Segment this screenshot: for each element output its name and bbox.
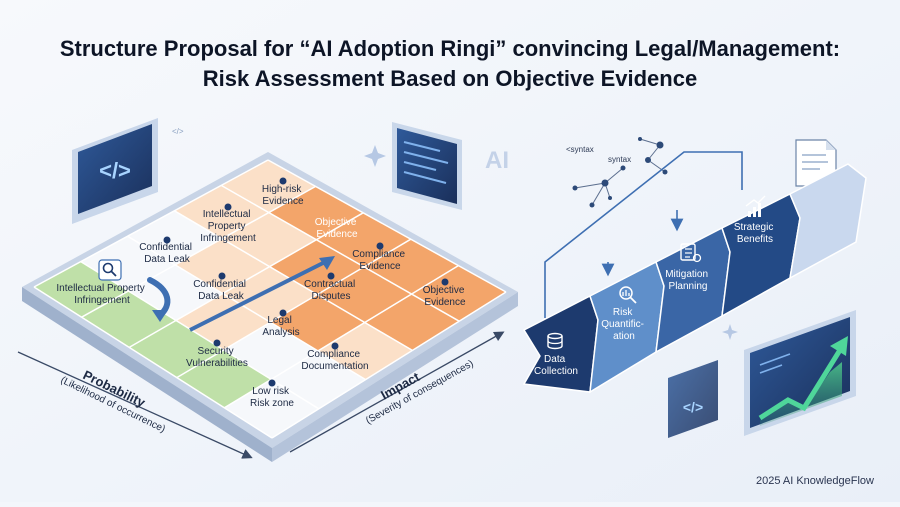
footer-credit: 2025 AI KnowledgeFlow xyxy=(755,475,874,487)
ai-monitor: AI xyxy=(364,122,509,210)
title-line-2: Risk Assessment Based on Objective Evide… xyxy=(202,66,698,91)
magnifier-chart-icon xyxy=(619,286,637,304)
step-data-collection: Data Collection xyxy=(534,354,578,377)
cell-objective-evidence: Objective Evidence xyxy=(315,217,359,240)
grid-line xyxy=(220,184,460,322)
risk-matrix xyxy=(22,152,518,462)
growth-monitor: </> xyxy=(668,310,856,438)
ai-label: AI xyxy=(485,147,509,174)
grid-line xyxy=(174,210,413,352)
magnifier-icon xyxy=(98,259,122,281)
sparkle-icon-2 xyxy=(722,324,738,340)
code-icon-small: </> xyxy=(683,399,703,415)
cell-confidential-mid: Confidential Data Leak xyxy=(193,279,249,302)
small-code-monitor xyxy=(668,360,718,438)
step-mitigation-planning: Mitigation Planning xyxy=(665,269,711,292)
cell-confidential-top: Confidential Data Leak xyxy=(139,242,195,265)
sparkle-icon xyxy=(364,145,386,167)
grid-line xyxy=(128,212,364,349)
grid-line xyxy=(271,291,507,439)
cell-low-risk: Low risk Risk zone xyxy=(250,386,294,409)
page-title: Structure Proposal for “AI Adoption Ring… xyxy=(0,34,900,94)
matrix-grid xyxy=(33,159,507,439)
matrix-cell xyxy=(34,261,129,318)
database-icon xyxy=(547,332,563,350)
cell-ip-top: Intellectual Property Infringement xyxy=(200,209,256,244)
step-strategic-benefits: Strategic Benefits xyxy=(734,222,776,245)
process-ribbon xyxy=(522,163,867,394)
cell-compliance-doc: Compliance Documentation xyxy=(301,349,368,372)
trend-arrow xyxy=(189,260,326,332)
syntax-label-2: syntax xyxy=(608,155,631,164)
cell-ip-left: Intellectual Property Infringement xyxy=(56,283,147,306)
grid-line xyxy=(33,286,273,439)
ribbon-tail xyxy=(789,163,867,280)
cell-objective-evidence-2: Objective Evidence xyxy=(423,285,467,308)
grid-line xyxy=(33,159,269,288)
cell-contractual: Contractual Disputes xyxy=(304,279,358,302)
title-line-1: Structure Proposal for “AI Adoption Ring… xyxy=(59,36,841,61)
cell-high-risk: High-risk Evidence xyxy=(262,184,304,207)
cell-compliance-evidence: Compliance Evidence xyxy=(352,249,408,272)
process-connectors xyxy=(544,151,743,318)
grid-line xyxy=(176,238,412,379)
syntax-label-1: <syntax xyxy=(566,145,594,154)
grid-line xyxy=(267,159,507,293)
grid-line xyxy=(80,260,320,410)
grid-line xyxy=(127,235,366,381)
cell-legal-analysis: Legal Analysis xyxy=(262,315,299,338)
code-icon: </> xyxy=(99,158,131,183)
growth-chart-icon xyxy=(745,195,766,217)
risk-dots xyxy=(163,177,449,387)
step-risk-quantification: Risk Quantific- ation xyxy=(601,307,647,342)
cell-security: Security Vulnerabilities xyxy=(186,346,248,369)
svg-text:</>: </> xyxy=(172,127,184,136)
code-monitor-left: </> </> xyxy=(72,118,184,224)
checklist-icon xyxy=(680,243,702,263)
network-graph: <syntax syntax xyxy=(566,137,668,208)
grid-line xyxy=(81,185,316,318)
grid-line xyxy=(224,264,459,409)
